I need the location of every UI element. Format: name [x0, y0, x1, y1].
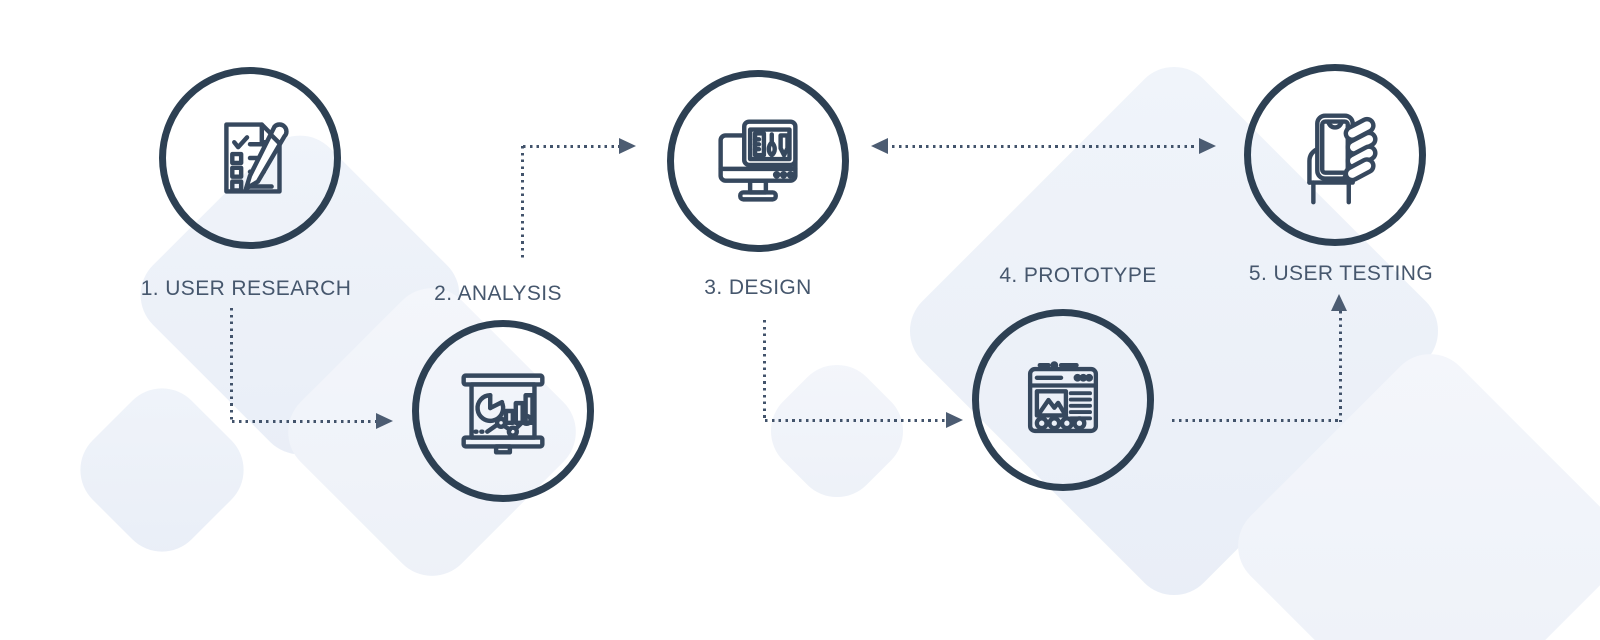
arrowhead-to-prototype [946, 412, 963, 428]
step-prototype-circle [972, 309, 1154, 491]
step-analysis-circle [412, 320, 594, 502]
background-diamond [753, 347, 921, 515]
connector-design-testing [892, 145, 1197, 148]
connector-prototype-testing-vertical [1339, 311, 1342, 422]
arrowhead-to-analysis [376, 413, 393, 429]
arrowhead-to-testing-from-design [1199, 138, 1216, 154]
arrowhead-to-design [619, 138, 636, 154]
connector-design-prototype-vertical [763, 320, 766, 420]
connector-analysis-design-vertical [521, 146, 524, 258]
step-analysis-label: 2. ANALYSIS [434, 282, 562, 305]
checklist-pencil-icon [224, 122, 289, 194]
connector-research-analysis-horizontal [232, 420, 376, 423]
step-user-research-circle [159, 67, 341, 249]
step-design-label: 3. DESIGN [704, 276, 812, 299]
presentation-charts-icon [461, 373, 545, 455]
arrowhead-to-design-from-testing [871, 138, 888, 154]
connector-analysis-design-horizontal [523, 145, 619, 148]
hand-holding-phone-icon [1307, 113, 1378, 205]
step-user-testing-label: 5. USER TESTING [1248, 262, 1434, 285]
connector-prototype-testing-horizontal [1172, 419, 1342, 422]
connector-research-analysis-vertical [230, 308, 233, 422]
step-design-circle [667, 70, 849, 252]
step-user-testing-circle [1244, 64, 1426, 246]
arrowhead-to-testing-from-prototype [1331, 294, 1347, 311]
step-user-research-label: 1. USER RESEARCH [140, 277, 352, 300]
monitor-design-tools-icon [718, 119, 798, 202]
browser-wireframe-icon [1027, 361, 1099, 434]
connector-design-prototype-horizontal [765, 419, 946, 422]
step-prototype-label: 4. PROTOTYPE [999, 264, 1157, 287]
